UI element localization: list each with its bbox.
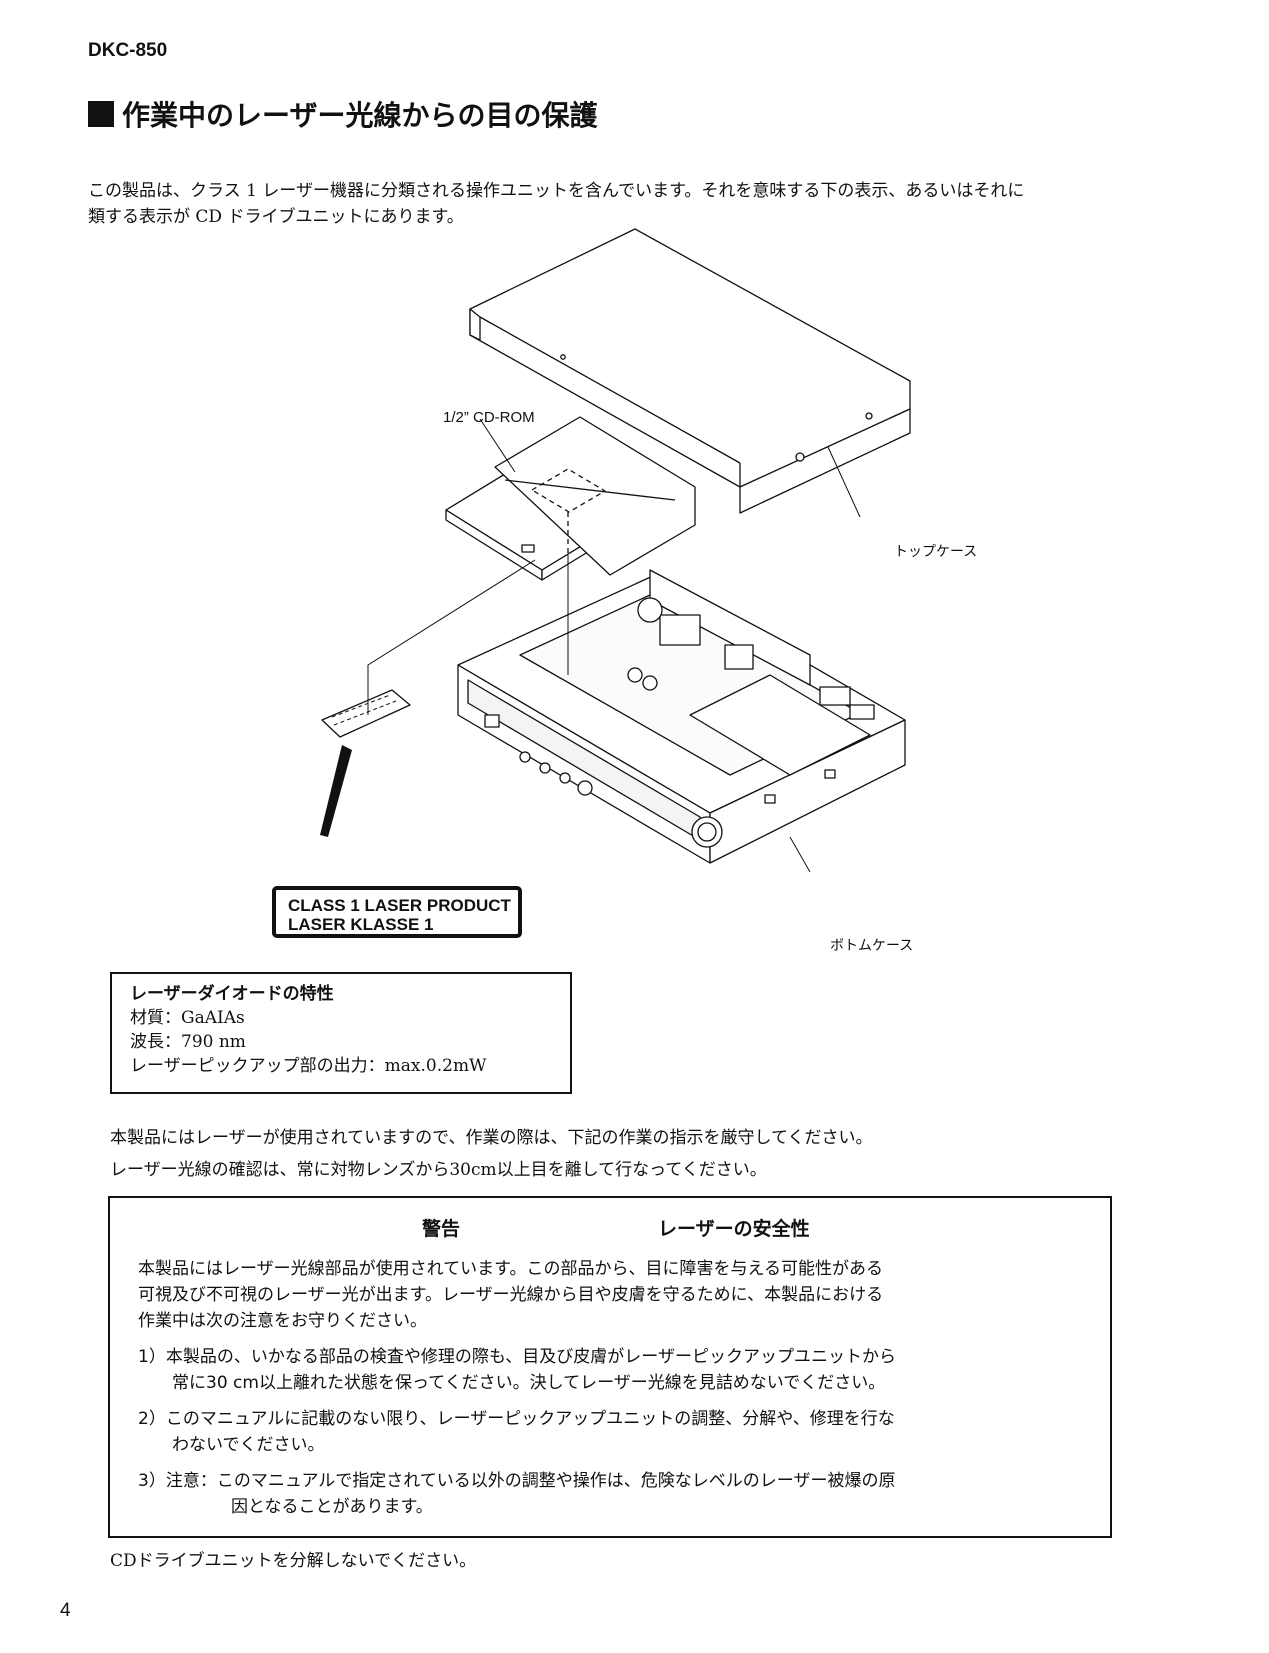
warning-intro-line: 本製品にはレーザー光線部品が使用されています。この部品から、目に障害を与える可能… <box>138 1259 883 1279</box>
spec-material: 材質：GaAIAs <box>130 1008 245 1028</box>
warning-item-line: わないでください。 <box>172 1435 325 1455</box>
warning-item-2: 2）このマニュアルに記載のない限り、レーザーピックアップユニットの調整、分解や、… <box>138 1406 1098 1458</box>
warning-item-1: 1）本製品の、いかなる部品の検査や修理の際も、目及び皮膚がレーザーピックアップユ… <box>138 1344 1098 1396</box>
arrow-icon <box>320 745 352 837</box>
warning-body: 本製品にはレーザー光線部品が使用されています。この部品から、目に障害を与える可能… <box>138 1256 1098 1520</box>
square-bullet-icon <box>88 101 114 127</box>
warning-item-line: 因となることがあります。 <box>231 1497 433 1517</box>
model-number: DKC-850 <box>88 40 168 61</box>
label-sticker-drawing <box>321 689 411 738</box>
footer-note: CDドライブユニットを分解しないでください。 <box>110 1551 477 1571</box>
spec-wavelength: 波長：790 nm <box>130 1032 246 1052</box>
bottom-case-drawing <box>457 569 906 864</box>
warning-intro-line: 作業中は次の注意をお守りください。 <box>138 1311 427 1331</box>
exploded-view-illustration <box>320 228 911 873</box>
top-case-drawing <box>469 228 911 514</box>
laser-label-line: LASER KLASSE 1 <box>288 915 434 934</box>
warning-label: 警告 <box>422 1218 461 1240</box>
laser-label-line: CLASS 1 LASER PRODUCT <box>288 896 511 915</box>
page-title: 作業中のレーザー光線からの目の保護 <box>88 94 597 134</box>
intro-line: この製品は、クラス 1 レーザー機器に分類される操作ユニットを含んでいます。それ… <box>88 181 1025 201</box>
class1-laser-label: CLASS 1 LASER PRODUCT LASER KLASSE 1 <box>272 886 522 938</box>
page-number: 4 <box>60 1600 71 1621</box>
notice-line: レーザー光線の確認は、常に対物レンズから30cm以上目を離して行なってください。 <box>110 1160 767 1180</box>
intro-paragraph: この製品は、クラス 1 レーザー機器に分類される操作ユニットを含んでいます。それ… <box>88 178 1158 230</box>
spec-heading: レーザーダイオードの特性 <box>130 984 334 1004</box>
warning-item-line: 1）本製品の、いかなる部品の検査や修理の際も、目及び皮膚がレーザーピックアップユ… <box>138 1347 896 1367</box>
notice-paragraph: 本製品にはレーザーが使用されていますので、作業の際は、下記の作業の指示を厳守して… <box>110 1122 872 1186</box>
intro-line: 類する表示が CD ドライブユニットにあります。 <box>88 207 464 227</box>
notice-line: 本製品にはレーザーが使用されていますので、作業の際は、下記の作業の指示を厳守して… <box>110 1128 873 1148</box>
page-title-text: 作業中のレーザー光線からの目の保護 <box>122 99 598 132</box>
cd-rom-label: 1/2” CD-ROM <box>443 409 535 426</box>
bottom-case-label: ボトムケース <box>830 938 914 954</box>
diode-spec-box: レーザーダイオードの特性 材質：GaAIAs 波長：790 nm レーザーピック… <box>110 972 572 1094</box>
top-case-label: トップケース <box>894 544 978 560</box>
cd-rom-drive-drawing <box>445 416 696 581</box>
warning-box: 警告 レーザーの安全性 本製品にはレーザー光線部品が使用されています。この部品か… <box>108 1196 1112 1538</box>
warning-item-line: 2）このマニュアルに記載のない限り、レーザーピックアップユニットの調整、分解や、… <box>138 1409 895 1429</box>
warning-title: レーザーの安全性 <box>658 1218 810 1240</box>
spec-output: レーザーピックアップ部の出力：max.0.2mW <box>130 1056 487 1076</box>
warning-item-line: 常に30 cm以上離れた状態を保ってください。決してレーザー光線を見詰めないでく… <box>172 1373 886 1393</box>
warning-intro-line: 可視及び不可視のレーザー光が出ます。レーザー光線から目や皮膚を守るために、本製品… <box>138 1285 884 1305</box>
warning-item-3: 3）注意：このマニュアルで指定されている以外の調整や操作は、危険なレベルのレーザ… <box>138 1468 1098 1520</box>
warning-item-line: 3）注意：このマニュアルで指定されている以外の調整や操作は、危険なレベルのレーザ… <box>138 1471 896 1491</box>
